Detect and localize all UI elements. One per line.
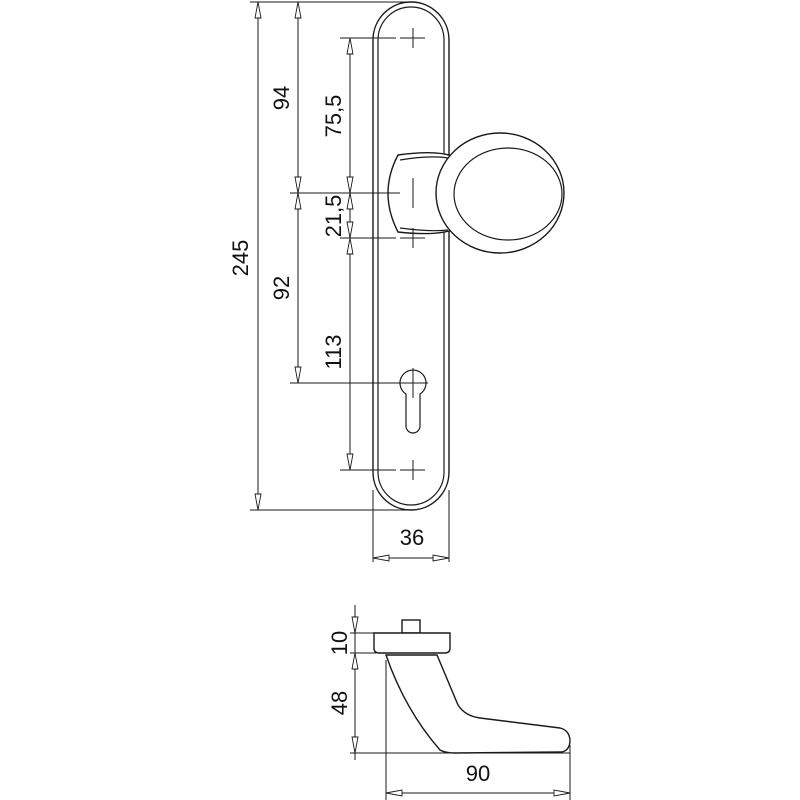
spindle-stub bbox=[401, 619, 421, 634]
dim-screw-spacing: 113 bbox=[321, 334, 346, 369]
dim-total-height: 245 bbox=[228, 240, 253, 277]
dim-knob-to-keyhole: 92 bbox=[269, 276, 294, 300]
dim-knob-to-screw: 21,5 bbox=[321, 195, 346, 238]
extension-lines bbox=[250, 1, 450, 562]
dim-screw-to-knob: 75,5 bbox=[321, 95, 346, 138]
lever-handle bbox=[385, 654, 571, 754]
base-plate bbox=[373, 632, 451, 654]
knob-neck-groove bbox=[399, 156, 449, 232]
side-view: 10 48 90 bbox=[327, 605, 571, 800]
dim-upper-to-knob: 94 bbox=[269, 86, 294, 110]
knob-neck bbox=[387, 152, 453, 235]
side-dimension-arrows bbox=[351, 616, 571, 797]
escutcheon-plate-outer bbox=[372, 1, 450, 511]
center-marks bbox=[398, 28, 428, 480]
front-view: 245 94 92 75,5 21,5 113 36 bbox=[228, 1, 565, 562]
dim-lever-length: 90 bbox=[466, 761, 490, 786]
knob-ring-inner bbox=[453, 147, 563, 241]
escutcheon-plate-inner bbox=[377, 6, 445, 506]
dim-plate-width: 36 bbox=[400, 525, 424, 550]
dimension-arrows bbox=[254, 1, 450, 562]
dim-plate-thickness: 10 bbox=[327, 631, 352, 655]
knob-ring-outer bbox=[435, 132, 565, 254]
dim-lever-drop: 48 bbox=[327, 691, 352, 715]
